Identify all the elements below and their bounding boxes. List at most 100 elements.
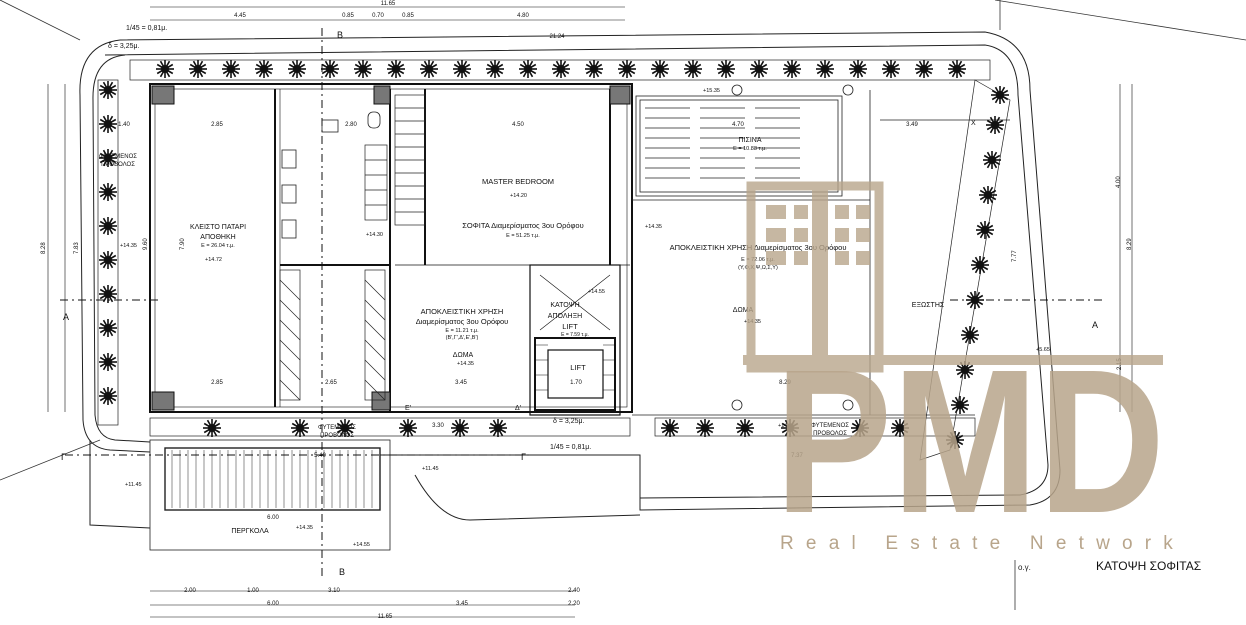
room-excl-left-1: ΑΠΟΚΛΕΙΣΤΙΚΗ ΧΡΗΣΗ: [421, 307, 504, 316]
tree-icon: [203, 419, 221, 437]
level-mark: +14.35: [120, 243, 137, 249]
dim-bot-1165: 11.65: [378, 614, 393, 620]
site-lines: [0, 0, 1246, 610]
tree-icon: [399, 419, 417, 437]
tree-icon: [717, 60, 735, 78]
level-mark: +14.35: [778, 423, 795, 429]
pmd-tagline: Real Estate Network: [780, 533, 1185, 554]
tree-icon: [420, 60, 438, 78]
tree-icon: [222, 60, 240, 78]
level-mark: +15.35: [703, 88, 720, 94]
tree-icon: [321, 60, 339, 78]
dim-bot-220: 2.20: [568, 601, 580, 607]
level-mark: +14.20: [510, 193, 527, 199]
room-excl-right: ΑΠΟΚΛΕΙΣΤΙΚΗ ΧΡΗΣΗ Διαμερίσματος 3ου Ορό…: [670, 243, 847, 252]
tree-icon: [956, 361, 974, 379]
lift-shaft: [529, 264, 621, 416]
og-label: ο.γ.: [1018, 563, 1031, 572]
tree-icon: [453, 60, 471, 78]
tree-icon: [156, 60, 174, 78]
tree-icon: [891, 419, 909, 437]
planter-label-1b: ΠΡΟΒΟΛΟΣ: [101, 162, 135, 168]
tree-icon: [849, 60, 867, 78]
tree-icon: [99, 319, 117, 337]
ratio-left: δ = 3,25μ.: [108, 43, 140, 50]
tree-icon: [288, 60, 306, 78]
section-mark-x: X: [971, 120, 976, 127]
tree-icon: [661, 419, 679, 437]
tree-icon: [99, 115, 117, 133]
tree-icon: [966, 291, 984, 309]
dim-140: 1.40: [118, 122, 130, 128]
tree-icon: [946, 431, 964, 449]
tree-icon: [99, 149, 117, 167]
lift-shaft-label-2: ΑΠΟΛΗΞΗ: [548, 313, 582, 320]
tree-icon: [255, 60, 273, 78]
section-mark-g-right: Γ: [521, 452, 526, 462]
room-sofita: ΣΟΦΙΤΑ Διαμερίσματος 3ου Ορόφου: [462, 221, 583, 230]
dim-bot-310: 3.10: [328, 588, 340, 594]
room-apothiki: ΑΠΟΘΗΚΗ: [200, 234, 235, 241]
tree-icon: [99, 183, 117, 201]
tree-icon: [983, 151, 1001, 169]
level-mark: +5.65: [1036, 347, 1050, 353]
outer-outline: [79, 31, 1061, 529]
tree-icon: [961, 326, 979, 344]
tree-icon: [976, 221, 994, 239]
dim-bot-240: 2.40: [568, 588, 580, 594]
room-excl-left-area: Ε = 11.21 τ.μ.: [445, 328, 479, 334]
dim-top-b: 0.85: [342, 13, 354, 19]
dim-top-total: 11.65: [381, 1, 396, 7]
level-mark: +11.45: [422, 466, 439, 472]
ratio-top: 1/45 = 0,81μ.: [126, 25, 167, 32]
room-excl-right-area: Ε = 72.06 τ.μ.: [741, 257, 775, 263]
room-master: MASTER BEDROOM: [482, 177, 554, 186]
tree-icon: [486, 60, 504, 78]
level-mark: +14.55: [353, 542, 370, 548]
level-mark: +14.35: [296, 525, 313, 531]
tree-icon: [696, 419, 714, 437]
pool: [635, 95, 843, 197]
tree-icon: [99, 285, 117, 303]
room-excl-left-2: Διαμερίσματος 3ου Ορόφου: [416, 317, 509, 326]
balcony-label: ΕΞΩΣΤΗΣ: [912, 302, 945, 309]
tree-icon: [816, 60, 834, 78]
room-klisto-patari: ΚΛΕΙΣΤΟ ΠΑΤΑΡΙ: [190, 224, 246, 231]
dim-left-960: 9.60: [143, 238, 149, 250]
dim-bot-345: 3.45: [456, 601, 468, 607]
section-mark-e: Ε': [405, 405, 411, 412]
tree-icon: [882, 60, 900, 78]
plan-title: ΚΑΤΟΨΗ ΣΟΦΙΤΑΣ: [1096, 559, 1202, 573]
tree-icon: [915, 60, 933, 78]
section-mark-a-left: A: [63, 312, 69, 322]
section-mark-a-right: A: [1092, 320, 1098, 330]
dim-600: 6.00: [267, 515, 279, 521]
ratio-bottom: 1/45 = 0,81μ.: [550, 444, 591, 451]
lift-shaft-label-3: LIFT: [562, 322, 578, 331]
tree-icon: [951, 396, 969, 414]
dim-bot-100: 1.00: [247, 588, 259, 594]
dim-829: 8.29: [779, 380, 791, 386]
tree-icon: [651, 60, 669, 78]
section-mark-g-left: Γ: [61, 452, 66, 462]
tree-icon: [99, 353, 117, 371]
room-doma-right: ΔΩΜΑ: [733, 307, 754, 314]
tree-icon: [750, 60, 768, 78]
level-mark: +14.30: [366, 232, 383, 238]
level-mark: +14.35: [457, 361, 474, 367]
room-excl-left-codes: (Β',Γ',Δ',Ε',Β'): [446, 335, 479, 341]
room-apothiki-area: Ε = 26.04 τ.μ.: [201, 243, 235, 249]
dim-265: 2.65: [325, 380, 337, 386]
section-mark-b-top: B: [337, 30, 343, 40]
dim-top-e: 4.80: [517, 13, 529, 19]
dim-470: 4.70: [732, 122, 744, 128]
tree-icon: [99, 217, 117, 235]
dim-285: 2.85: [211, 122, 223, 128]
dim-737: 7.37: [791, 453, 803, 459]
room-doma-left: ΔΩΜΑ: [453, 352, 474, 359]
tree-icon: [991, 86, 1009, 104]
room-excl-right-codes: (Υ,Φ,Χ,Ψ,Ω,Σ,Υ): [738, 265, 778, 271]
